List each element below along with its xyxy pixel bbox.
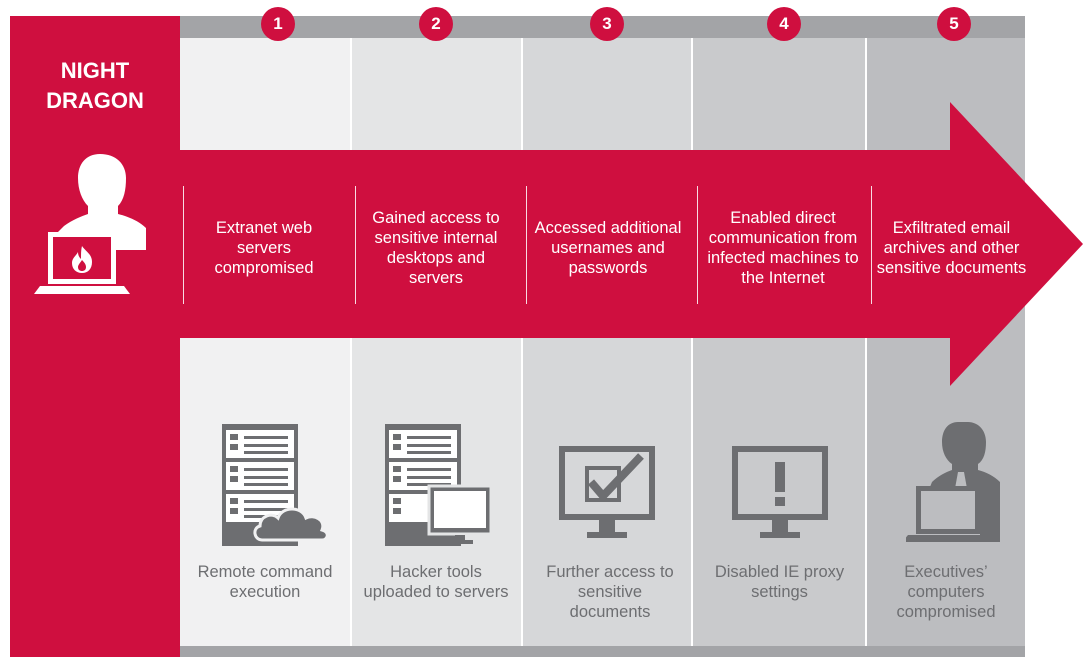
- step-4-outcome: Disabled IE proxy settings: [714, 563, 845, 601]
- column-separator: [865, 38, 867, 646]
- step-3-action: Accessed additional usernames and passwo…: [534, 219, 682, 277]
- server-monitor-icon: [385, 424, 493, 546]
- step-divider: [526, 186, 527, 304]
- column-5-bg: [866, 38, 1025, 646]
- step-number-5: 5: [937, 7, 971, 41]
- step-2-action: Gained access to sensitive internal desk…: [372, 209, 500, 287]
- column-separator: [691, 38, 693, 646]
- attacker-panel: [10, 16, 180, 657]
- step-divider: [183, 186, 184, 304]
- step-number-4: 4: [767, 7, 801, 41]
- column-3-bg: [522, 38, 692, 646]
- column-4-bg: [692, 38, 866, 646]
- step-number-1: 1: [261, 7, 295, 41]
- step-number-3: 3: [590, 7, 624, 41]
- step-2-outcome: Hacker tools uploaded to servers: [363, 563, 509, 601]
- page-title: NIGHT DRAGON: [46, 58, 144, 113]
- column-separator: [521, 38, 523, 646]
- step-3-outcome: Further access to sensitive documents: [546, 563, 674, 621]
- server-cloud-icon: [222, 424, 329, 546]
- step-5-action: Exfiltrated email archives and other sen…: [876, 219, 1027, 277]
- column-separator: [350, 38, 352, 646]
- step-5-outcome: Executives’ computers compromised: [896, 563, 996, 621]
- step-divider: [871, 186, 872, 304]
- step-divider: [697, 186, 698, 304]
- step-divider: [355, 186, 356, 304]
- bottom-bar: [180, 646, 1025, 657]
- step-1-action: Extranet web servers compromised: [214, 219, 314, 277]
- step-4-action: Enabled direct communication from infect…: [707, 209, 859, 287]
- step-1-outcome: Remote command execution: [197, 563, 333, 601]
- hacker-laptop-flame-icon: [34, 154, 146, 294]
- monitor-alert-icon: [732, 446, 828, 538]
- executive-laptop-icon: [906, 422, 1000, 542]
- step-number-2: 2: [419, 7, 453, 41]
- monitor-checkmark-icon: [559, 446, 655, 538]
